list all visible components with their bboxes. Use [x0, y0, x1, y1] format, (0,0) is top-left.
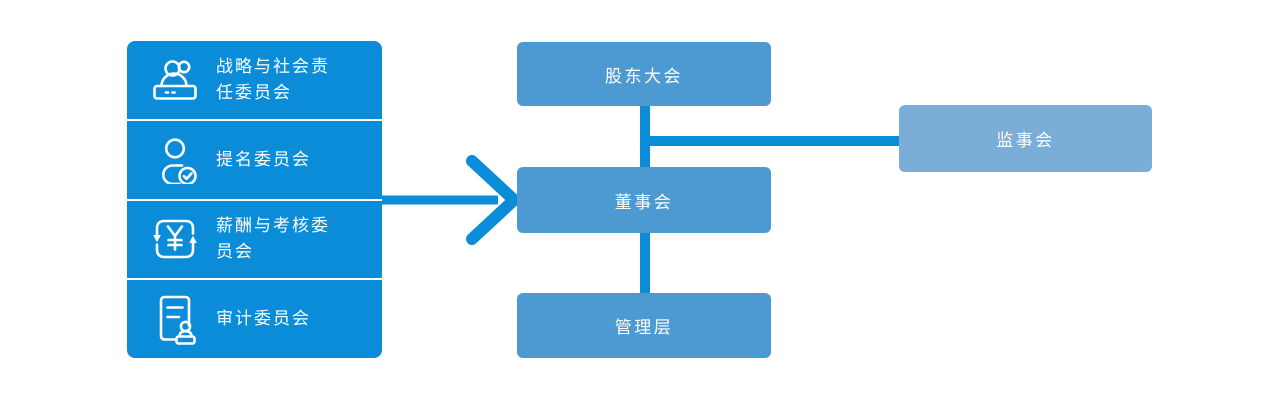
committee-item-strategy: 战略与社会责任委员会: [127, 41, 382, 119]
node-label: 管理层: [614, 318, 674, 337]
committee-label: 战略与社会责任委员会: [216, 56, 330, 102]
panel-to-board-arrow-icon: [382, 155, 520, 245]
committee-item-remuneration: 薪酬与考核委员会: [127, 200, 382, 279]
node-label: 股东大会: [605, 66, 683, 86]
connector-to-supervisory: [645, 136, 899, 146]
node-shareholders-meeting: 股东大会: [517, 42, 771, 106]
meeting-desk-icon: [151, 53, 199, 107]
committee-item-audit: 审计委员会: [127, 280, 382, 358]
node-board-of-directors: 董事会: [517, 167, 771, 233]
node-management: 管理层: [517, 293, 771, 358]
committee-label: 提名委员会: [216, 149, 311, 169]
committee-item-nomination: 提名委员会: [127, 120, 382, 199]
connector-board-management: [640, 233, 650, 293]
node-supervisory-board: 监事会: [899, 105, 1152, 172]
node-label: 监事会: [996, 131, 1055, 150]
person-check-icon: [151, 133, 199, 187]
committee-label: 审计委员会: [216, 309, 311, 329]
document-person-icon: [151, 292, 199, 346]
yuan-cycle-icon: [151, 212, 199, 266]
committees-panel: 战略与社会责任委员会 提名委员会: [127, 41, 382, 358]
committee-label: 薪酬与考核委员会: [216, 216, 330, 262]
node-label: 董事会: [614, 192, 674, 212]
